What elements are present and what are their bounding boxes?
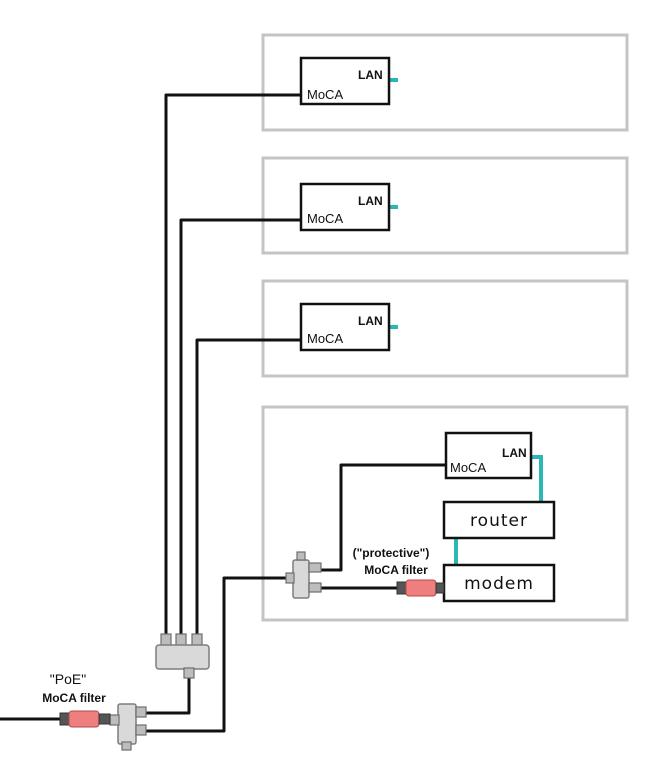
- coax-to-moca-1: [164, 93, 303, 637]
- coax-to-moca-3: [195, 338, 303, 637]
- moca-adapter-2: [299, 182, 391, 232]
- coax-to-moca-2: [179, 218, 303, 637]
- poe-filter-label-1: "PoE": [50, 671, 86, 687]
- modem-box: [442, 563, 556, 603]
- moca-label-2: MoCA: [307, 211, 343, 226]
- coax-splitter-link: [141, 670, 191, 715]
- lan-label-1: LAN: [358, 68, 383, 82]
- moca-adapter-4: [444, 431, 533, 480]
- moca-adapter-1: [299, 56, 391, 106]
- splitter-room-4: [285, 551, 322, 599]
- coax-to-moca-4: [301, 463, 448, 572]
- three-way-splitter: [155, 633, 210, 679]
- lan-label-4: LAN: [502, 446, 527, 460]
- router-box: [442, 500, 556, 540]
- moca-adapter-3: [299, 302, 391, 352]
- moca-label-3: MoCA: [307, 331, 343, 346]
- protective-moca-filter: [396, 579, 445, 597]
- moca-label-1: MoCA: [307, 87, 343, 102]
- protective-filter-label-1: ("protective"): [353, 546, 430, 560]
- poe-moca-filter: [59, 710, 111, 728]
- lan-label-3: LAN: [358, 314, 383, 328]
- coax-to-room-4: [141, 576, 296, 733]
- modem-label: modem: [464, 574, 534, 594]
- moca-label-4: MoCA: [450, 460, 486, 475]
- lan-label-2: LAN: [358, 194, 383, 208]
- main-splitter: [109, 703, 147, 751]
- protective-filter-label-2: MoCA filter: [364, 563, 428, 577]
- router-label: router: [470, 511, 528, 531]
- poe-filter-label-2: MoCA filter: [42, 691, 106, 705]
- ethernet-moca-to-router: [531, 455, 543, 501]
